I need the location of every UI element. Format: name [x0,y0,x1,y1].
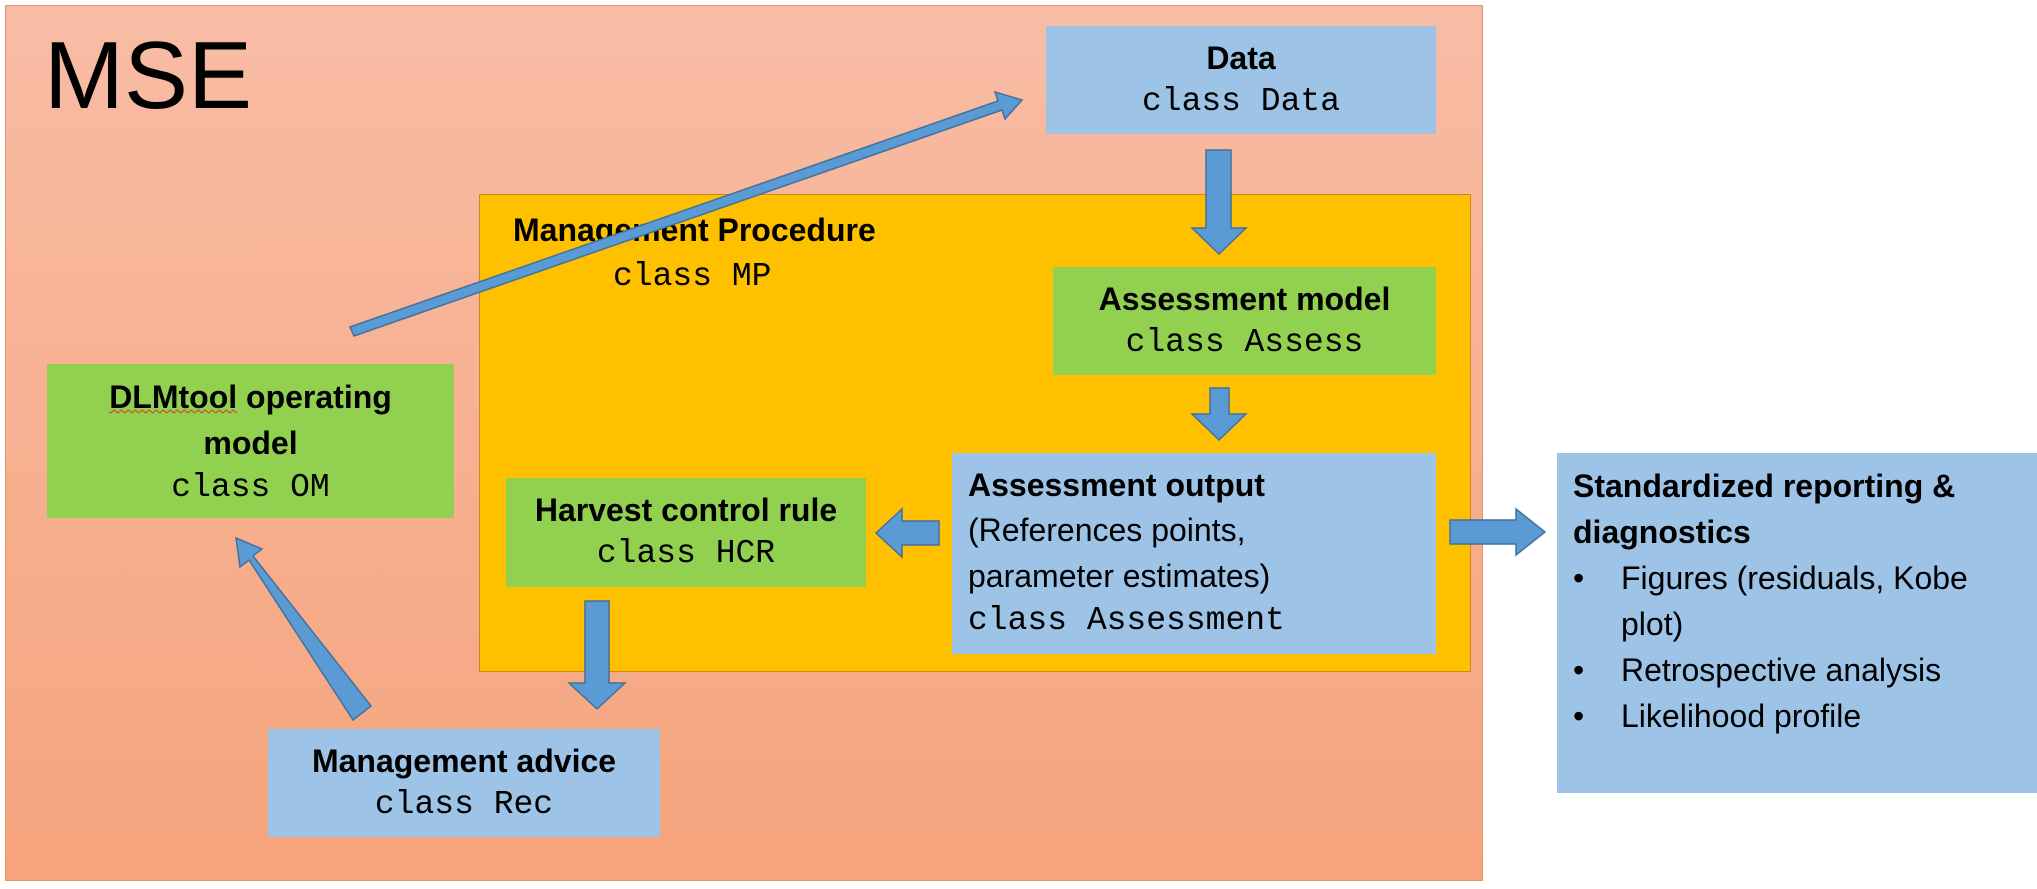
management-advice-class: class Rec [374,786,554,823]
bullet-icon: • [1573,560,1585,596]
management-procedure-class: class MP [613,258,772,295]
operating-model-box: DLMtool operating model class OM [47,364,454,518]
operating-model-title-rest: operating [237,379,392,415]
operating-model-title-tool: DLMtool [109,379,238,415]
management-advice-box: Management advice class Rec [268,729,660,837]
reporting-list: • Figures (residuals, Kobe plot) • Retrosp… [1573,555,2037,739]
mse-title: MSE [44,22,253,129]
arrow-om-to-data [348,90,1024,337]
operating-model-title-line2: model [203,425,298,461]
reporting-box: Standardized reporting & diagnostics • Fi… [1557,453,2037,793]
arrow-hcr-to-advice [567,600,627,711]
reporting-item: • Figures (residuals, Kobe plot) [1573,555,2027,647]
operating-model-title: DLMtool operating [47,374,454,420]
bullet-icon: • [1573,698,1585,734]
data-title: Data [1206,40,1276,76]
reporting-item-text: Retrospective analysis [1621,652,1942,688]
bullet-icon: • [1573,652,1585,688]
data-box: Data class Data [1046,26,1436,134]
assessment-output-line2: parameter estimates) [968,558,1271,594]
data-class: class Data [1141,83,1341,120]
harvest-control-rule-title: Harvest control rule [534,492,838,528]
management-advice-title: Management advice [311,743,617,779]
assessment-output-box: Assessment output (References points, pa… [952,453,1436,654]
assessment-output-title: Assessment output [968,467,1265,503]
arrow-assess-to-output [1190,387,1248,442]
harvest-control-rule-class: class HCR [596,535,776,572]
assessment-output-class: class Assessment [968,602,1285,639]
assessment-model-class: class Assess [1125,324,1364,361]
reporting-title-line1: Standardized reporting & [1573,468,1956,504]
arrow-output-to-hcr [874,507,940,559]
reporting-item: • Retrospective analysis [1573,647,2027,693]
reporting-item: • Likelihood profile [1573,693,2027,739]
assessment-model-box: Assessment model class Assess [1053,267,1436,375]
assessment-output-line1: (References points, [968,512,1246,548]
arrow-advice-to-om [235,536,373,722]
operating-model-class: class OM [171,469,330,506]
arrow-data-to-assess [1190,149,1248,256]
reporting-title-line2: diagnostics [1573,514,1751,550]
reporting-item-text: Figures (residuals, Kobe plot) [1621,560,1968,642]
arrow-output-to-reporting [1449,507,1547,557]
reporting-item-text: Likelihood profile [1621,698,1862,734]
assessment-model-title: Assessment model [1098,281,1391,317]
harvest-control-rule-box: Harvest control rule class HCR [506,478,866,587]
